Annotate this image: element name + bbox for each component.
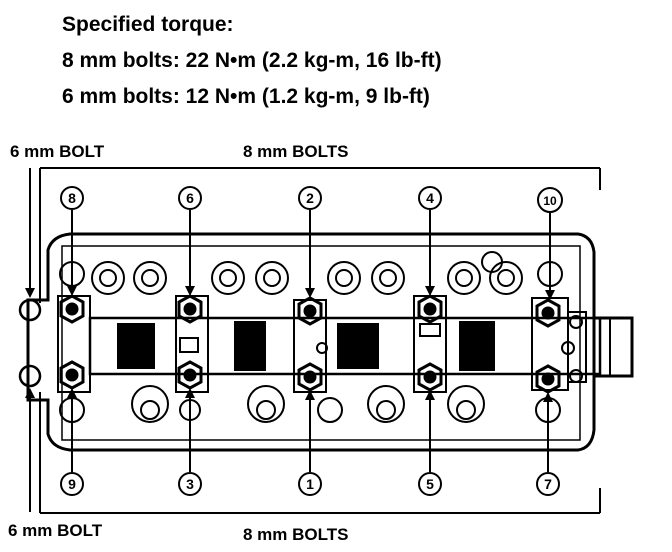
arrowheads xyxy=(25,286,555,402)
label-8mm-bolts-bottom: 8 mm BOLTS xyxy=(243,525,349,544)
cylinder-head-outline xyxy=(26,232,596,452)
label-6mm-bolt-top: 6 mm BOLT xyxy=(10,142,105,161)
torque-spec-8mm: 8 mm bolts: 22 N•m (2.2 kg-m, 16 lb-ft) xyxy=(62,49,442,72)
sequence-number-4: 4 xyxy=(426,190,434,206)
sequence-number-10: 10 xyxy=(543,194,557,208)
sequence-circles-top xyxy=(60,186,563,213)
sequence-number-5: 5 xyxy=(426,476,434,492)
six-mm-bolts xyxy=(18,298,42,388)
leader-lines xyxy=(71,210,551,472)
sequence-circles-bottom xyxy=(60,472,560,496)
label-6mm-bolt-bottom: 6 mm BOLT xyxy=(8,521,103,540)
sequence-number-2: 2 xyxy=(306,190,314,206)
torque-spec-title: Specified torque: xyxy=(62,13,234,36)
sequence-number-3: 3 xyxy=(186,476,194,492)
label-8mm-bolts-top: 8 mm BOLTS xyxy=(243,142,349,161)
sequence-number-8: 8 xyxy=(68,190,76,206)
bottom-bracket xyxy=(39,392,601,514)
torque-spec-6mm: 6 mm bolts: 12 N•m (1.2 kg-m, 9 lb-ft) xyxy=(62,85,430,108)
upper-valve-springs xyxy=(91,251,523,295)
sequence-number-7: 7 xyxy=(544,476,552,492)
camshaft-nose xyxy=(592,316,634,378)
camshaft xyxy=(88,316,602,376)
sequence-number-9: 9 xyxy=(68,476,76,492)
sequence-number-6: 6 xyxy=(186,190,194,206)
top-bracket xyxy=(39,167,601,303)
sequence-number-1: 1 xyxy=(306,476,314,492)
